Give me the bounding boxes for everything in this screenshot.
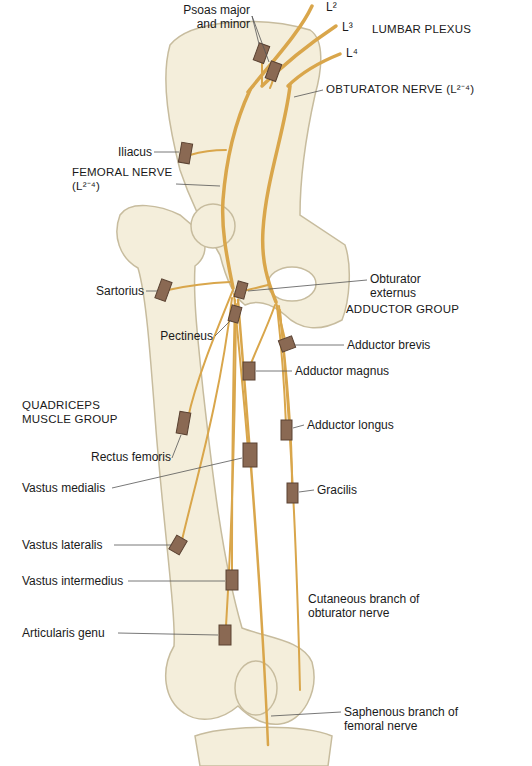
anatomy-label: Vastus lateralis xyxy=(22,538,102,552)
muscle-stub xyxy=(226,570,238,590)
leader-line xyxy=(118,633,218,635)
leader-line xyxy=(172,435,181,458)
anatomy-label: OBTURATOR NERVE (L²⁻⁴) xyxy=(326,82,474,96)
tibia xyxy=(195,727,332,766)
femoral-nerve xyxy=(223,90,250,288)
anatomy-label: Adductor magnus xyxy=(295,364,389,378)
muscle-stub xyxy=(287,483,298,503)
anatomy-label: FEMORAL NERVE (L²⁻⁴) xyxy=(72,165,174,193)
leader-line xyxy=(294,90,323,97)
nerve-root xyxy=(288,54,340,86)
muscle-stub xyxy=(219,625,231,645)
anatomy-label: Gracilis xyxy=(317,483,357,497)
saphenous-nerve xyxy=(238,300,268,745)
leader-line xyxy=(252,16,259,44)
nerve-branch xyxy=(168,282,230,290)
nerve-branch xyxy=(279,306,292,485)
leader-line xyxy=(293,425,304,428)
leader-line xyxy=(299,490,314,492)
muscle-stub xyxy=(243,443,257,467)
muscle-stub xyxy=(253,43,269,64)
nerve-branch xyxy=(261,60,263,86)
leader-line xyxy=(114,545,171,546)
nerve-branch xyxy=(190,150,226,155)
anatomy-label: ADDUCTOR GROUP xyxy=(346,302,459,316)
leader-line xyxy=(271,712,341,716)
leader-line xyxy=(215,320,231,336)
muscle-stub xyxy=(169,535,187,555)
leader-line xyxy=(146,291,157,292)
nerve-branch xyxy=(188,290,233,418)
muscle-stub xyxy=(281,420,292,440)
leader-line xyxy=(176,184,220,186)
patella xyxy=(235,661,277,715)
muscle-stub xyxy=(155,279,172,302)
anatomy-label: Saphenous branch of femoral nerve xyxy=(344,705,484,733)
leader-line xyxy=(295,345,344,346)
anatomy-label: Articularis genu xyxy=(22,626,105,640)
anatomy-label: Obturator externus xyxy=(370,272,450,300)
anatomy-label: Iliacus xyxy=(118,145,152,159)
muscle-stub xyxy=(265,61,281,82)
muscle-stub xyxy=(234,281,248,299)
anatomy-label: L⁴ xyxy=(346,46,358,60)
anatomy-label: LUMBAR PLEXUS xyxy=(372,22,471,36)
femur xyxy=(117,206,314,725)
bones xyxy=(117,22,349,766)
anatomy-label: Psoas major and minor xyxy=(160,3,250,31)
anatomy-label: QUADRICEPS MUSCLE GROUP xyxy=(22,398,137,426)
anatomy-label: L³ xyxy=(342,20,353,34)
leader-line xyxy=(128,581,225,582)
obturator-nerve xyxy=(263,86,290,302)
muscle-stub xyxy=(176,411,191,435)
anatomy-label: Cutaneous branch of obturator nerve xyxy=(308,592,448,620)
muscle-stubs xyxy=(155,43,298,645)
anatomy-label: Adductor longus xyxy=(307,418,394,432)
leader-line xyxy=(256,371,292,372)
anatomy-label: Adductor brevis xyxy=(347,338,430,352)
muscle-stub xyxy=(278,336,295,352)
anatomy-label: Vastus intermedius xyxy=(22,574,123,588)
muscle-stub xyxy=(243,362,255,380)
anatomy-label: Rectus femoris xyxy=(91,450,171,464)
anatomy-label: Sartorius xyxy=(96,284,144,298)
femoral-head xyxy=(191,204,235,248)
anatomy-label: L² xyxy=(326,0,337,14)
nerve-branch xyxy=(250,305,275,366)
leader-line xyxy=(248,280,367,291)
anatomy-label: Vastus medialis xyxy=(22,481,105,495)
muscle-stub xyxy=(178,142,192,164)
anatomy-label: Pectineus xyxy=(160,329,213,343)
leader-line xyxy=(154,152,179,153)
leader-line xyxy=(252,16,269,62)
